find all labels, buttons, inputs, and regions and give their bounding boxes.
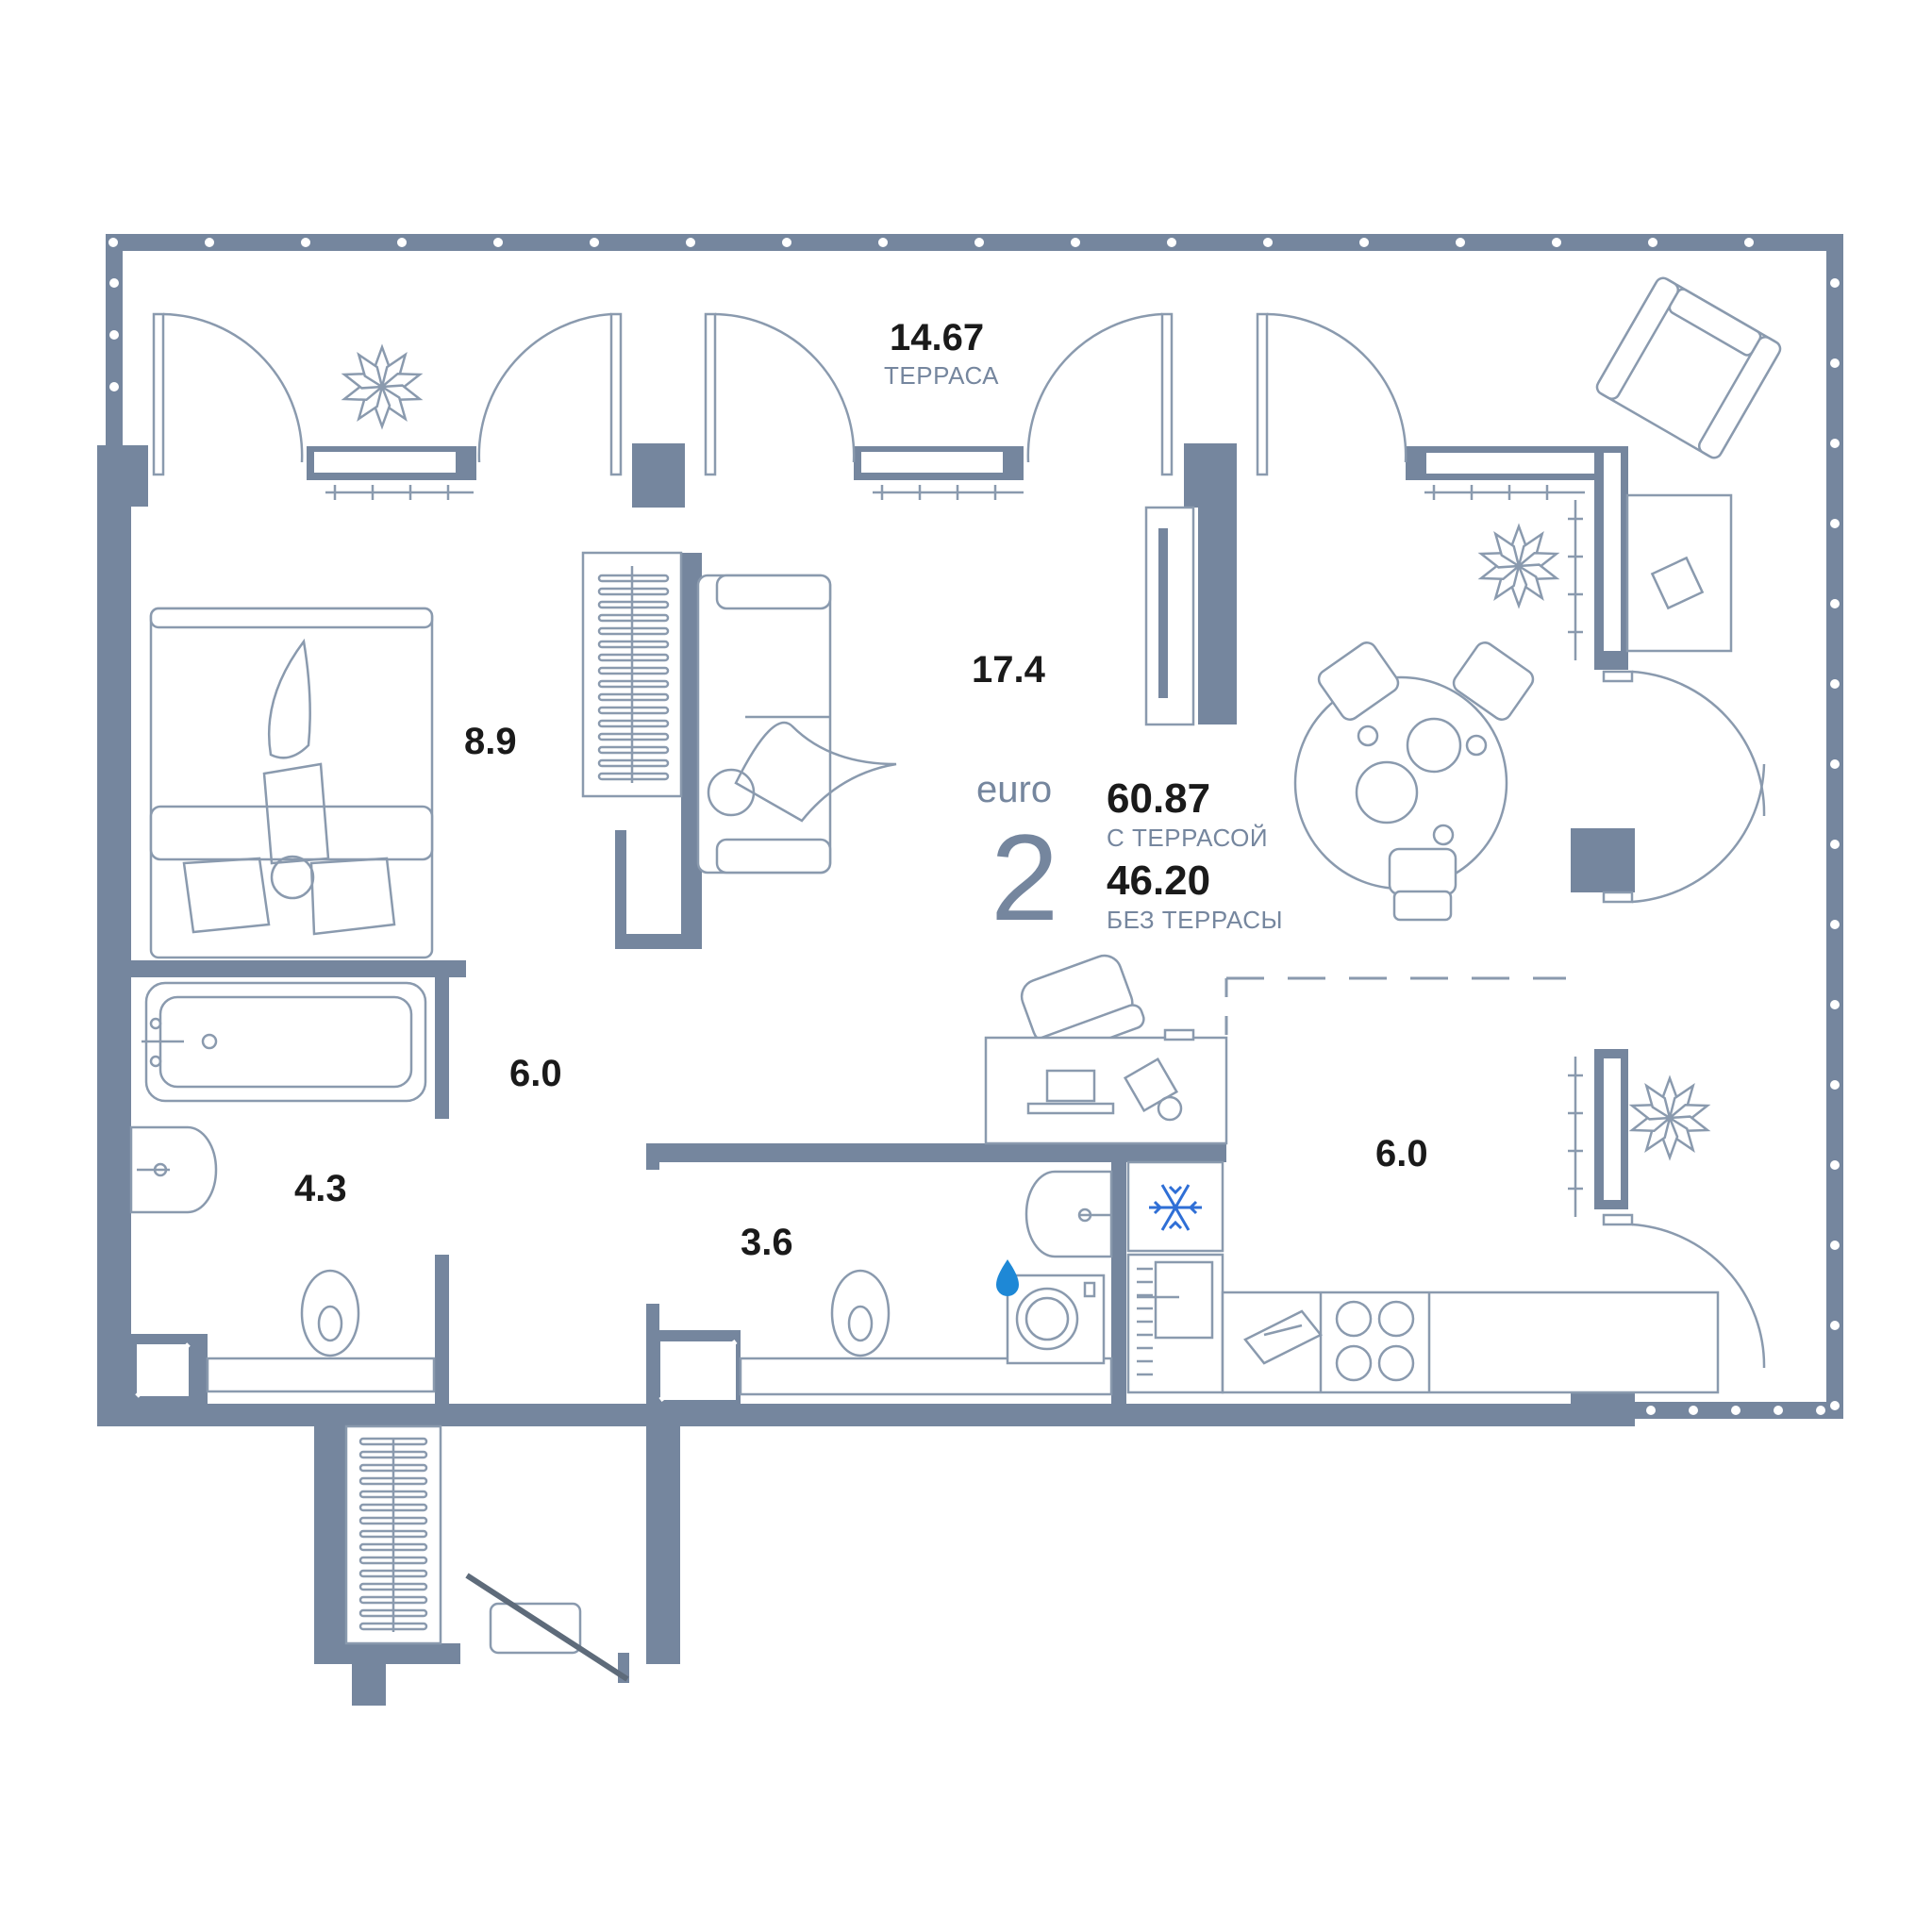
toilet-icon: [206, 1269, 436, 1393]
washing-machine-icon: [1006, 1274, 1106, 1365]
plant-icon: [341, 343, 424, 430]
kitchen: [1126, 1160, 1720, 1394]
apartment-class: euro: [976, 769, 1053, 810]
stove-icon: [1335, 1300, 1415, 1382]
wardrobe-icon: [581, 551, 683, 798]
terrace-doors: [152, 312, 1766, 1369]
area-with-terrace: 60.87: [1107, 775, 1211, 822]
room-area-bathroom: 4.3: [294, 1168, 347, 1209]
sofa-icon: [696, 574, 897, 874]
armchair-icon: [1595, 276, 1782, 459]
tv-icon: [1144, 506, 1195, 726]
with-terrace-label: С ТЕРРАСОЙ: [1107, 824, 1269, 852]
terrace-label: ТЕРРАСА: [884, 361, 999, 390]
plant-icon: [1628, 1074, 1711, 1161]
plant-icon: [1477, 523, 1560, 609]
wardrobe-icon: [344, 1424, 442, 1645]
dining-table-icon: [1293, 641, 1535, 922]
water-drop-icon: [996, 1259, 1019, 1296]
snowflake-icon: [1149, 1184, 1202, 1231]
room-count: 2: [991, 808, 1059, 946]
sink-icon: [129, 1125, 218, 1214]
room-area-bedroom: 8.9: [464, 721, 517, 762]
windows: [307, 446, 1628, 1217]
room-area-wc: 3.6: [741, 1222, 793, 1263]
terrace-area: 14.67: [890, 317, 985, 358]
desk-icon: [1625, 493, 1733, 653]
bathtub-icon: [142, 981, 427, 1103]
area-without-terrace: 46.20: [1107, 858, 1211, 904]
bed-icon: [149, 607, 434, 959]
toilet-icon: [739, 1269, 1113, 1396]
shafts: [135, 1340, 738, 1402]
entrance-door: [465, 1573, 629, 1682]
room-area-hall: 6.0: [509, 1053, 562, 1094]
terrace-railing: [106, 234, 1843, 1419]
room-area-kitchen: 6.0: [1375, 1133, 1428, 1174]
sink-icon: [1024, 1170, 1113, 1258]
without-terrace-label: БЕЗ ТЕРРАСЫ: [1107, 906, 1283, 934]
room-area-living: 17.4: [972, 649, 1045, 691]
desk-icon: [984, 1028, 1228, 1145]
cutting-board-icon: [1243, 1309, 1323, 1365]
